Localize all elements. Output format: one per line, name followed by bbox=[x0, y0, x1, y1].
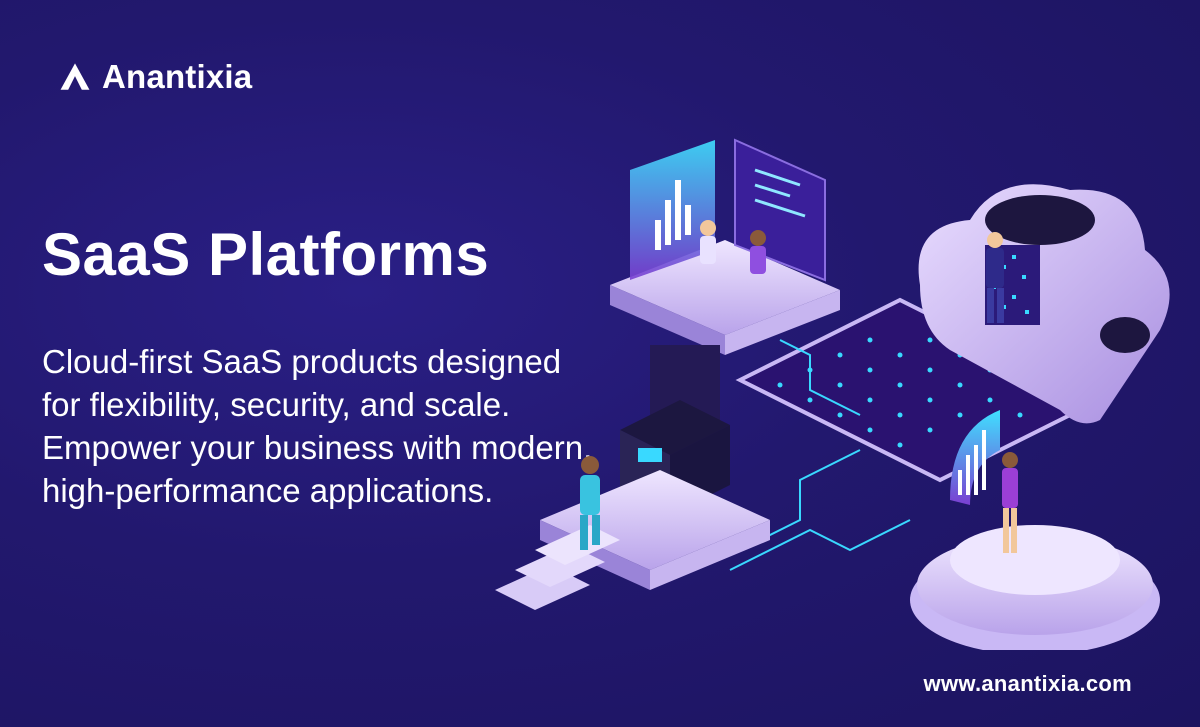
website-url[interactable]: www.anantixia.com bbox=[923, 671, 1132, 696]
brand-logo[interactable]: Anantixia bbox=[58, 58, 252, 96]
page-title: SaaS Platforms bbox=[42, 221, 490, 288]
workspace-platform bbox=[610, 138, 840, 355]
hero-description: Cloud-first SaaS products designed for f… bbox=[42, 343, 593, 509]
analytics-platform bbox=[910, 410, 1160, 650]
cloud-storage bbox=[918, 184, 1170, 424]
saas-isometric-illustration bbox=[495, 138, 1170, 650]
brand-name: Anantixia bbox=[102, 58, 253, 95]
triangle-a-logo-icon bbox=[60, 63, 90, 90]
stairs-platform bbox=[495, 456, 770, 610]
